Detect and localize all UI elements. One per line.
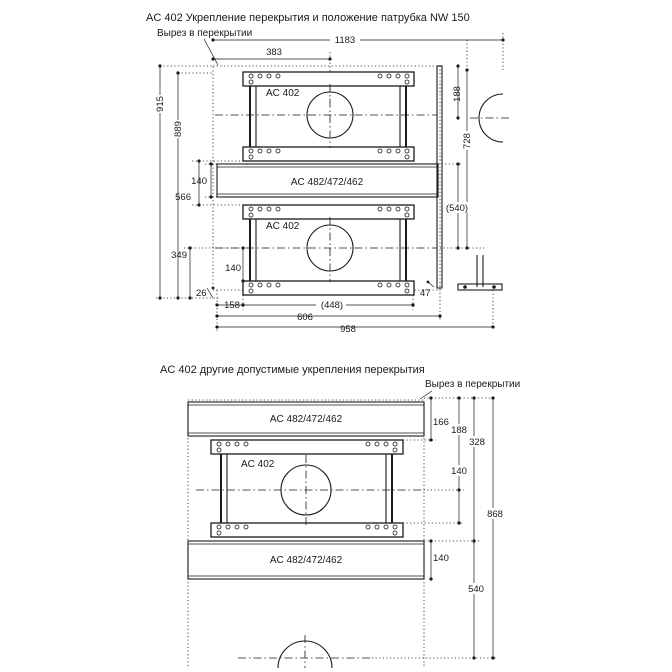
dim-728: 728 — [462, 133, 473, 149]
top-upper-plate-holes — [248, 73, 410, 160]
dim-140-bottom-lower: 140 — [433, 553, 449, 564]
dim-188: 188 — [452, 86, 463, 102]
top-unit-label-lower: AC 402 — [266, 221, 300, 232]
bottom-title: AC 402 другие допустимые укрепления пере… — [160, 364, 425, 376]
top-cutout-leader — [203, 38, 219, 66]
dim-915: 915 — [155, 96, 166, 112]
top-title: AC 402 Укрепление перекрытия и положение… — [146, 12, 470, 24]
dim-1183: 1183 — [335, 35, 355, 46]
bottom-beam-lower — [187, 540, 425, 580]
top-beam-label: AC 482/472/462 — [291, 177, 364, 188]
top-side-duct — [478, 93, 504, 143]
top-lower-plate-bottom — [242, 280, 415, 296]
top-upper-plate-top — [242, 71, 415, 87]
dim-140-bottom-upper: 140 — [451, 466, 467, 477]
bottom-beam-label-lower: AC 482/472/462 — [270, 555, 343, 566]
bottom-plate-top — [210, 439, 404, 455]
dim-166: 166 — [433, 417, 449, 428]
dim-349: 349 — [171, 250, 187, 261]
top-upper-plate-bottom — [242, 146, 415, 162]
dim-868: 868 — [487, 509, 503, 520]
top-cutout-outline — [212, 65, 441, 291]
dim-606: 606 — [297, 312, 313, 323]
bottom-unit-label: AC 402 — [241, 459, 275, 470]
top-cutout-label: Вырез в перекрытии — [157, 28, 252, 39]
bottom-cutout-leader — [419, 390, 433, 400]
dim-140-upper: 140 — [191, 176, 207, 187]
top-side-bracket — [457, 283, 503, 291]
dim-26: 26 — [196, 288, 207, 299]
dim-188b: 188 — [451, 425, 467, 436]
top-side-rail — [436, 65, 443, 289]
dim-889: 889 — [173, 121, 184, 137]
dim-47: 47 — [420, 288, 431, 299]
dim-383: 383 — [266, 47, 282, 58]
bottom-cutout-label: Вырез в перекрытии — [425, 379, 520, 390]
dim-328: 328 — [469, 437, 485, 448]
dim-140-lower: 140 — [225, 263, 241, 274]
top-lower-plate-top — [242, 204, 415, 220]
dim-566: 566 — [175, 192, 191, 203]
dim-540: (540) — [446, 203, 468, 214]
dim-158: 158 — [224, 300, 240, 311]
top-beam — [216, 163, 439, 198]
dim-540b: 540 — [468, 584, 484, 595]
bottom-plate-bottom — [210, 522, 404, 538]
dim-448: (448) — [321, 300, 343, 311]
bottom-beam-upper — [187, 401, 425, 437]
bottom-plate-holes — [216, 441, 398, 536]
dim-958: 958 — [340, 324, 356, 335]
top-unit-label-upper: AC 402 — [266, 88, 300, 99]
top-lower-plate-holes — [248, 206, 410, 294]
bottom-beam-label-upper: AC 482/472/462 — [270, 414, 343, 425]
